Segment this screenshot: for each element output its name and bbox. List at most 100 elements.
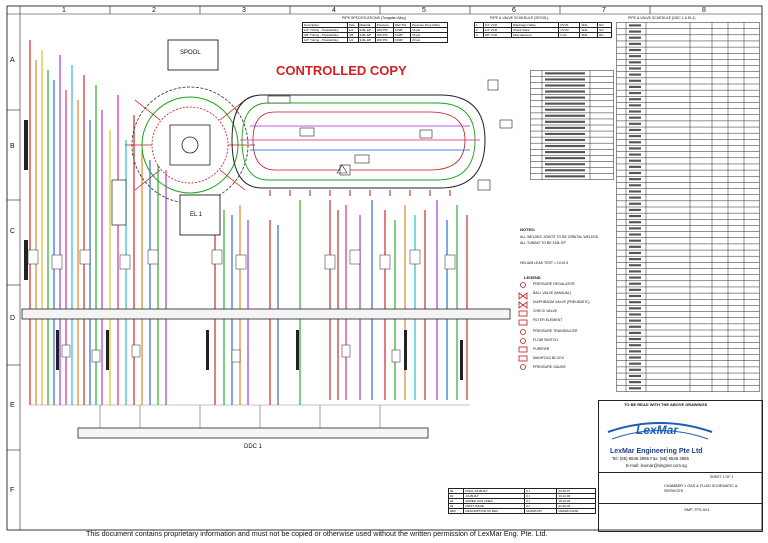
- table-text-mark: [545, 72, 585, 75]
- table-text-mark: [629, 153, 641, 156]
- table-text-mark: [629, 381, 641, 384]
- company-name: LexMar Engineering Pte Ltd: [610, 448, 703, 455]
- legend-item: PRESSURE TRANSDUCER: [533, 329, 578, 333]
- table-cell: 1/2: [346, 37, 359, 43]
- sheet-label: SHEET 1 OF 1: [710, 475, 734, 479]
- table-text-mark: [629, 233, 641, 236]
- table-text-mark: [545, 102, 585, 105]
- table-text-mark: [629, 171, 641, 175]
- table-text-mark: [629, 221, 641, 224]
- table-text-mark: [629, 387, 641, 390]
- main-schedule-table: [616, 22, 760, 392]
- table-text-mark: [629, 110, 641, 113]
- table-text-mark: [629, 202, 641, 205]
- table-text-mark: [629, 55, 641, 58]
- table-text-mark: [545, 90, 585, 93]
- table-text-mark: [629, 178, 641, 181]
- table-text-mark: [629, 374, 641, 378]
- table-cell: 316L EP: [357, 37, 376, 43]
- table-text-mark: [629, 135, 641, 138]
- legend-item: CHECK VALVE: [533, 309, 557, 313]
- pipe-spec-title: PIPE SPECIFICATIONS (Tungsten Alloy): [342, 16, 406, 20]
- el1-label: EL 1: [190, 212, 203, 218]
- table-text-mark: [629, 325, 641, 328]
- legend-item: DIAPHRAGM VALVE (PNEUMATIC): [533, 300, 590, 304]
- table-text-mark: [545, 108, 585, 111]
- table-text-mark: [629, 307, 641, 310]
- table-text-mark: [629, 79, 641, 82]
- table-text-mark: [629, 270, 641, 273]
- table-text-mark: [545, 78, 585, 81]
- zone-number: 1: [62, 7, 66, 14]
- zone-letter: D: [10, 315, 16, 322]
- table-text-mark: [629, 227, 641, 230]
- table-text-mark: [545, 169, 585, 172]
- table-text-mark: [629, 30, 641, 33]
- table-text-mark: [629, 337, 641, 341]
- table-text-mark: [629, 251, 641, 255]
- legend-item: PRESSURE REGULATOR: [533, 282, 575, 286]
- zone-number: 6: [512, 7, 516, 14]
- zone-letter: F: [10, 487, 15, 494]
- table-cell: 0.049": [392, 37, 412, 43]
- table-text-mark: [545, 96, 585, 99]
- table-text-mark: [545, 144, 585, 148]
- component-list-table: [530, 70, 614, 180]
- legend-item: FLOW SWITCH: [533, 338, 558, 342]
- drawing-number: SMP-TFS-001: [684, 507, 710, 512]
- table-cell: F-01: [558, 32, 581, 38]
- zone-letter: B: [10, 143, 15, 150]
- table-text-mark: [545, 175, 585, 178]
- legend-item: PRESSURE GAUGE: [533, 365, 566, 369]
- revision-note: TO BE READ WITH THE ABOVE DRAWINGS: [624, 402, 708, 407]
- table-text-mark: [629, 294, 641, 298]
- table-text-mark: [629, 288, 641, 291]
- table-cell: REV: [447, 508, 465, 514]
- title-block: [598, 400, 763, 532]
- table-text-mark: [629, 362, 641, 365]
- table-text-mark: [629, 85, 641, 88]
- valve-schedule-table: 1 1/4" VCR Diaphragm Valve PV-01 316L NO…: [474, 22, 612, 38]
- table-text-mark: [629, 24, 641, 27]
- table-text-mark: [629, 258, 641, 261]
- controlled-copy-stamp: CONTROLLED COPY: [276, 63, 407, 78]
- table-text-mark: [629, 61, 641, 64]
- main-schedule-title: PIPE & VALVE SCHEDULE (DDC 1 & EL1): [628, 16, 696, 20]
- legend-item: FILTER ELEMENT: [533, 318, 563, 322]
- table-text-mark: [629, 104, 641, 107]
- zone-number: 4: [332, 7, 336, 14]
- company-tel: Tel: (65) 6546 2866 Fax: (65) 6546 2855: [612, 456, 689, 461]
- table-text-mark: [629, 42, 641, 45]
- notes-title: NOTES:: [520, 227, 536, 232]
- logo: LexMar: [636, 423, 679, 437]
- table-cell: DRAWN BY: [524, 508, 558, 514]
- table-text-mark: [629, 196, 641, 199]
- zone-letter: A: [10, 57, 15, 64]
- table-cell: DRAWN DATE: [556, 508, 596, 514]
- table-cell: 200 PSI: [374, 37, 394, 43]
- table-text-mark: [629, 313, 641, 316]
- table-text-mark: [629, 190, 641, 193]
- table-text-mark: [629, 319, 641, 322]
- zone-number: 3: [242, 7, 246, 14]
- table-text-mark: [629, 184, 641, 187]
- zone-number: 8: [702, 7, 706, 14]
- table-text-mark: [629, 264, 641, 267]
- table-text-mark: [629, 159, 641, 162]
- table-text-mark: [545, 84, 585, 87]
- table-text-mark: [629, 208, 641, 211]
- table-cell: 20 psi: [410, 37, 448, 43]
- table-text-mark: [629, 356, 641, 359]
- table-text-mark: [545, 132, 585, 135]
- zone-number: 2: [152, 7, 156, 14]
- table-text-mark: [629, 331, 641, 334]
- company-email: E-mail: lexmar@singnet.com.sg: [626, 463, 687, 468]
- zone-number: 7: [602, 7, 606, 14]
- table-cell: 3: [474, 32, 484, 38]
- valve-schedule-title: PIPE & VALVE SCHEDULE (SPOOL): [490, 16, 549, 20]
- table-text-mark: [629, 122, 641, 125]
- table-text-mark: [629, 91, 641, 95]
- table-text-mark: [629, 116, 641, 119]
- table-cell: Filter Element: [510, 32, 560, 38]
